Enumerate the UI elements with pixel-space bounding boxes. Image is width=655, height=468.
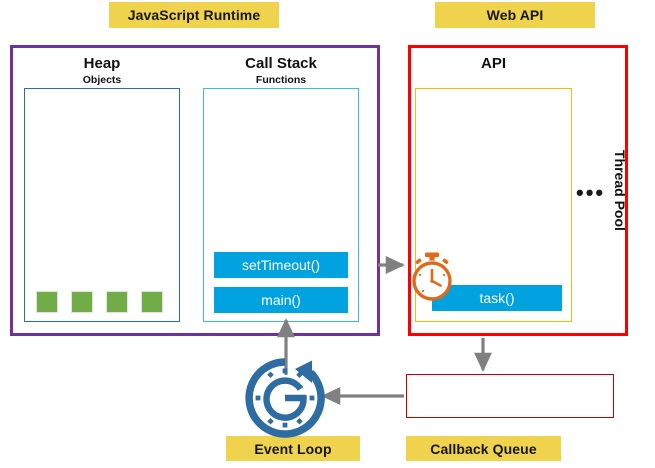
heap-subtitle: Objects [82, 74, 122, 86]
heap-object [106, 291, 128, 313]
thread-pool-label: Thread Pool [612, 150, 628, 231]
api-more-indicator: ••• [576, 180, 606, 205]
call-stack-title: Call Stack [245, 55, 317, 72]
api-title: API [480, 55, 506, 72]
heap-title: Heap [83, 55, 121, 72]
stack-frame-settimeout: setTimeout() [214, 252, 348, 278]
call-stack-subtitle: Functions [255, 74, 307, 86]
event-loop-icon [245, 358, 325, 438]
web-api-task-block: task() [432, 285, 562, 311]
heap-object [71, 291, 93, 313]
callback-queue-box [406, 374, 614, 418]
badge-web-api: Web API [435, 2, 595, 28]
call-stack-panel [203, 88, 359, 322]
badge-javascript-runtime: JavaScript Runtime [109, 2, 279, 28]
heap-panel [24, 88, 180, 322]
stack-frame-main: main() [214, 287, 348, 313]
heap-object [36, 291, 58, 313]
badge-event-loop: Event Loop [226, 436, 360, 461]
badge-callback-queue: Callback Queue [406, 436, 561, 461]
heap-object [141, 291, 163, 313]
